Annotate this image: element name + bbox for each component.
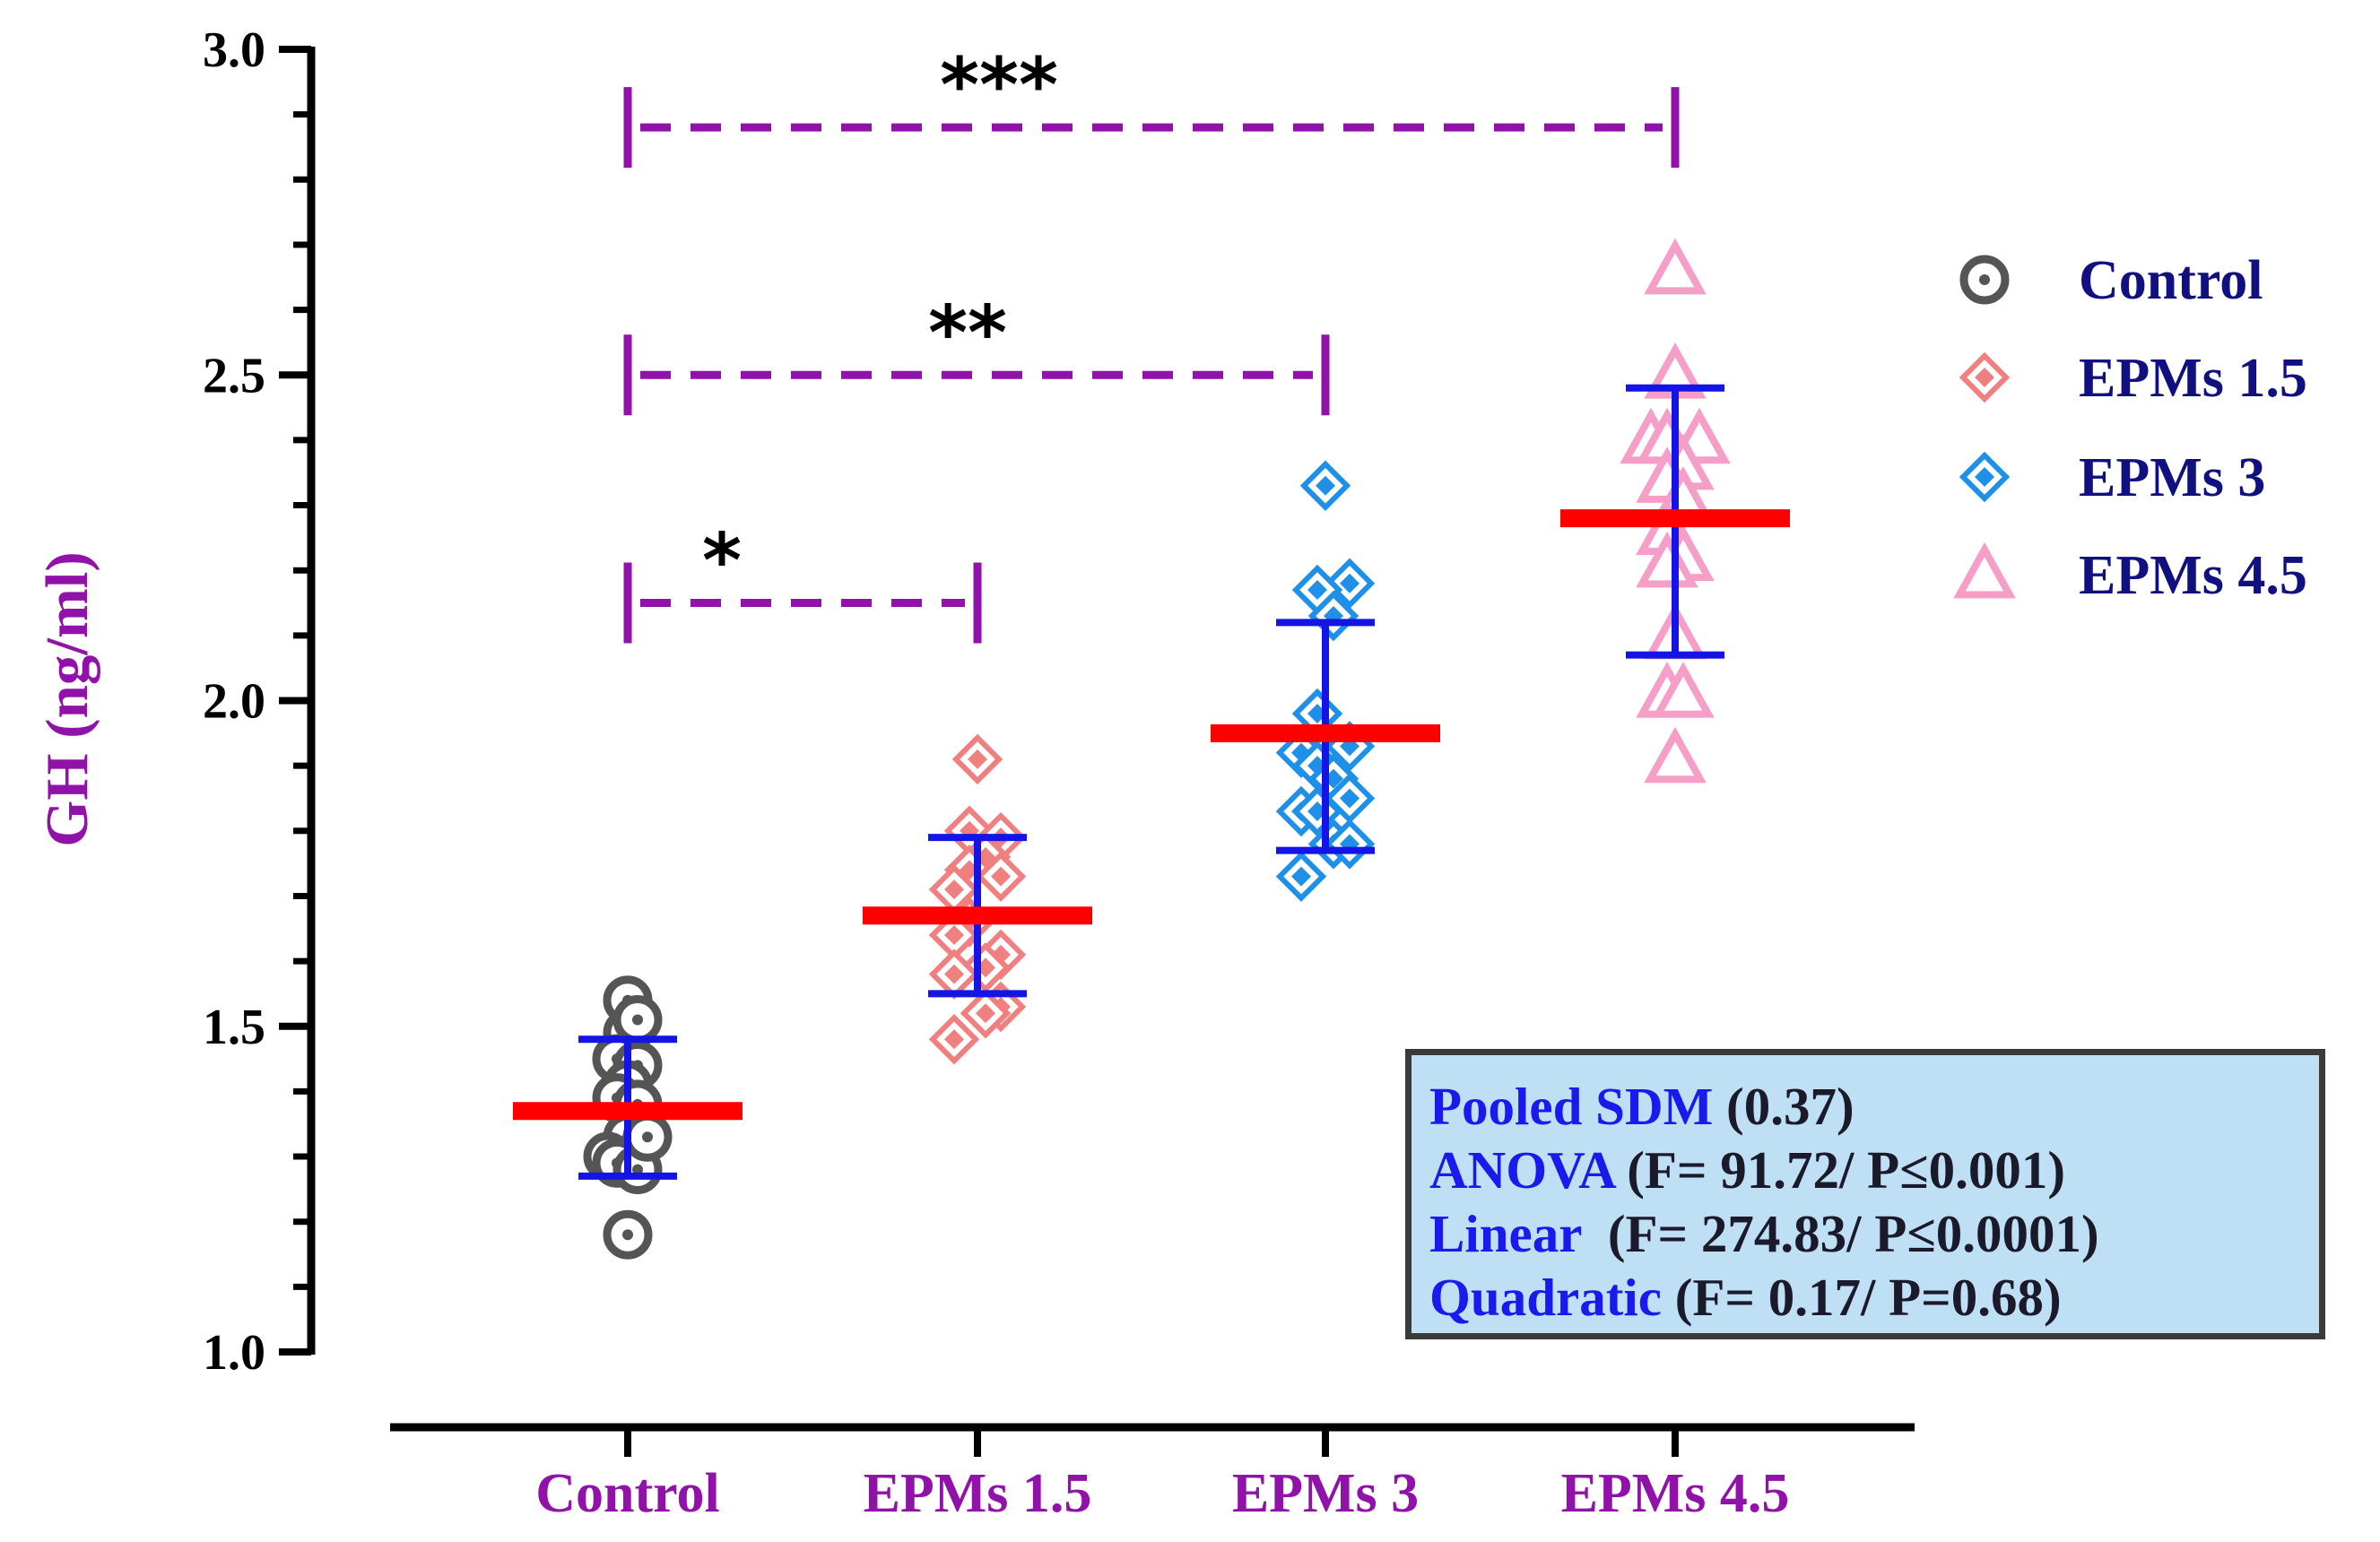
legend-marker [1953, 541, 2016, 599]
stats-line-pooled-sdm: Pooled SDM (0.37) [1429, 1075, 2319, 1139]
data-point-inner [1307, 579, 1327, 600]
data-point-inner [991, 866, 1011, 887]
data-point-center [642, 1131, 653, 1143]
data-point [1644, 238, 1707, 295]
data-point-inner [944, 1029, 964, 1050]
stats-line-quadratic: Quadratic (F= 0.17/ P=0.68) [1429, 1266, 2319, 1330]
stats-value: (F= 274.83/ P≤0.0001) [1581, 1204, 2099, 1263]
significance-label: *** [940, 41, 1058, 129]
stats-line-linear: Linear (F= 274.83/ P≤0.0001) [1429, 1202, 2319, 1266]
x-tick-label: Control [535, 1463, 720, 1524]
data-point-inner [1291, 866, 1311, 887]
data-point-inner [944, 925, 964, 946]
y-tick-label: 2.5 [203, 348, 265, 403]
legend-label: Control [2079, 250, 2263, 311]
legend-label: EPMs 3 [2079, 447, 2265, 508]
y-tick-label: 1.5 [203, 1000, 265, 1055]
stats-name: ANOVA [1429, 1140, 1614, 1200]
data-point-center [632, 1164, 643, 1175]
data-point-inner [968, 749, 987, 769]
legend-marker-inner [1975, 467, 1994, 487]
stats-name: Pooled SDM [1429, 1077, 1714, 1136]
data-point-center [622, 1229, 633, 1241]
legend-label: EPMs 1.5 [2079, 348, 2307, 409]
legend-label: EPMs 4.5 [2079, 545, 2307, 606]
x-tick-label: EPMs 3 [1232, 1463, 1419, 1524]
significance-label: * [702, 517, 742, 605]
statistics-box: Pooled SDM (0.37) ANOVA (F= 91.72/ P≤0.0… [1405, 1049, 2325, 1339]
data-point-inner [944, 964, 964, 984]
y-axis-label: GH (ng/ml) [34, 551, 100, 846]
legend-marker-center [1979, 274, 1990, 285]
data-point [1636, 531, 1698, 588]
stats-value: (F= 91.72/ P≤0.001) [1613, 1140, 2065, 1200]
stats-value: (0.37) [1713, 1077, 1854, 1136]
data-point-inner [944, 879, 964, 900]
significance-label: ** [928, 289, 1007, 377]
stats-name: Linear [1429, 1204, 1582, 1263]
x-tick-label: EPMs 1.5 [864, 1463, 1092, 1524]
data-point-inner [1340, 788, 1359, 809]
y-tick-label: 2.0 [203, 674, 265, 730]
data-point [1644, 726, 1707, 784]
stats-name: Quadratic [1429, 1268, 1662, 1327]
stats-line-anova: ANOVA (F= 91.72/ P≤0.001) [1429, 1139, 2319, 1202]
x-tick-label: EPMs 4.5 [1561, 1463, 1790, 1524]
data-point-inner [1340, 573, 1359, 593]
legend-marker-inner [1975, 368, 1994, 387]
y-tick-label: 3.0 [203, 22, 265, 78]
data-point [1652, 661, 1715, 718]
data-point-inner [976, 1003, 995, 1024]
y-tick-label: 1.0 [203, 1325, 265, 1381]
stats-value: (F= 0.17/ P=0.68) [1661, 1268, 2062, 1327]
data-point-center [632, 1014, 643, 1026]
data-point-inner [1316, 475, 1335, 496]
